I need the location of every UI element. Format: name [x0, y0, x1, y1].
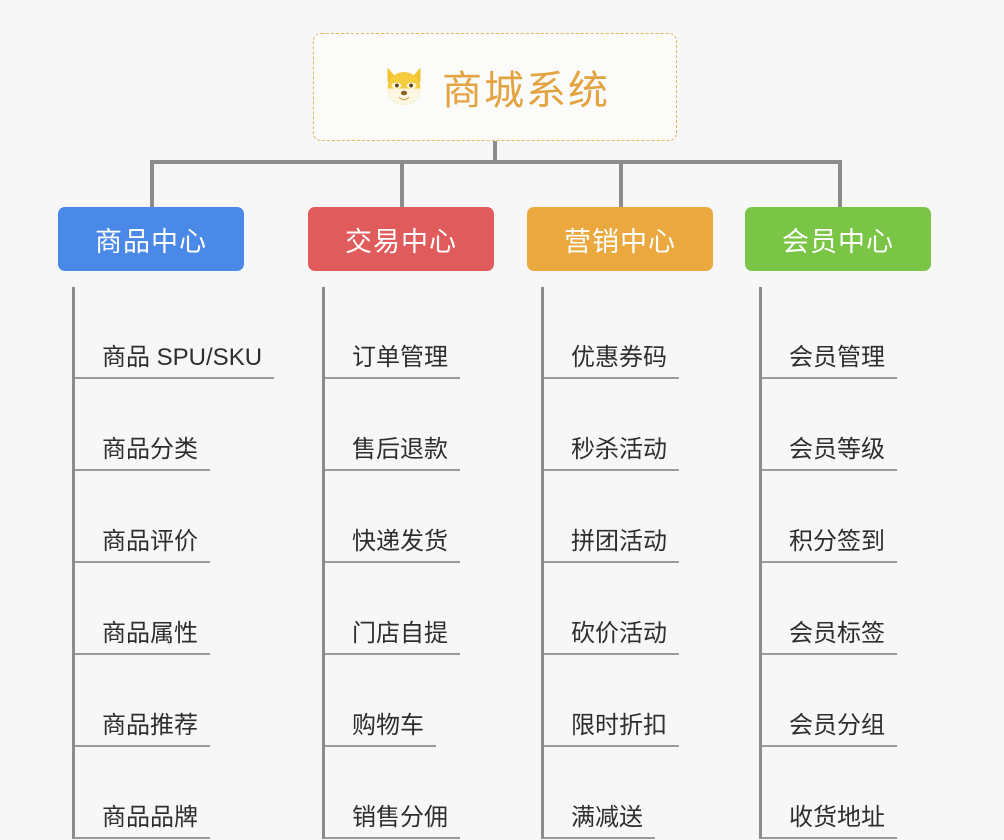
- branch-body-trade-center: 订单管理 售后退款 快递发货 门店自提 购物车 销售分佣: [322, 287, 538, 839]
- leaf-item[interactable]: 售后退款: [325, 379, 538, 471]
- leaf-label: 会员分组: [762, 712, 897, 747]
- leaf-item[interactable]: 商品 SPU/SKU: [75, 287, 288, 379]
- branch-member-center: 会员中心 会员管理 会员等级 积分签到 会员标签 会员分组 收货地址: [745, 207, 975, 839]
- leaf-item[interactable]: 积分签到: [762, 471, 975, 563]
- branch-body-product-center: 商品 SPU/SKU 商品分类 商品评价 商品属性 商品推荐 商品品牌: [72, 287, 288, 839]
- leaf-item[interactable]: 门店自提: [325, 563, 538, 655]
- leaf-label: 优惠券码: [544, 344, 679, 379]
- branch-header-member-center[interactable]: 会员中心: [745, 207, 931, 271]
- leaf-item[interactable]: 订单管理: [325, 287, 538, 379]
- branch-body-member-center: 会员管理 会员等级 积分签到 会员标签 会员分组 收货地址: [759, 287, 975, 839]
- leaf-item[interactable]: 拼团活动: [544, 471, 757, 563]
- leaf-label: 收货地址: [762, 804, 897, 839]
- branch-header-marketing-center[interactable]: 营销中心: [527, 207, 713, 271]
- leaf-label: 销售分佣: [325, 804, 460, 839]
- leaf-label: 商品品牌: [75, 804, 210, 839]
- branch-header-label: 会员中心: [782, 226, 894, 257]
- leaf-item[interactable]: 会员管理: [762, 287, 975, 379]
- leaf-item[interactable]: 购物车: [325, 655, 538, 747]
- connector-drop-product-center: [150, 160, 154, 208]
- connector-stem: [493, 141, 497, 163]
- branch-header-label: 商品中心: [95, 226, 207, 257]
- connector-drop-trade-center: [400, 160, 404, 208]
- leaf-item[interactable]: 商品推荐: [75, 655, 288, 747]
- branch-header-label: 营销中心: [564, 226, 676, 257]
- leaf-item[interactable]: 商品属性: [75, 563, 288, 655]
- leaf-label: 拼团活动: [544, 528, 679, 563]
- root-node[interactable]: 商城系统: [313, 33, 677, 141]
- branch-header-trade-center[interactable]: 交易中心: [308, 207, 494, 271]
- leaf-label: 会员等级: [762, 436, 897, 471]
- branch-trade-center: 交易中心 订单管理 售后退款 快递发货 门店自提 购物车 销售分佣: [308, 207, 538, 839]
- connector-bus: [150, 160, 840, 164]
- leaf-item[interactable]: 秒杀活动: [544, 379, 757, 471]
- leaf-label: 商品评价: [75, 528, 210, 563]
- leaf-label: 订单管理: [325, 344, 460, 379]
- leaf-label: 秒杀活动: [544, 436, 679, 471]
- branch-product-center: 商品中心 商品 SPU/SKU 商品分类 商品评价 商品属性 商品推荐 商品品牌: [58, 207, 288, 839]
- leaf-label: 满减送: [544, 804, 655, 839]
- leaf-label: 砍价活动: [544, 620, 679, 655]
- branch-header-label: 交易中心: [345, 226, 457, 257]
- connector-drop-member-center: [838, 160, 842, 208]
- leaf-label: 商品推荐: [75, 712, 210, 747]
- branch-body-marketing-center: 优惠券码 秒杀活动 拼团活动 砍价活动 限时折扣 满减送: [541, 287, 757, 839]
- branch-header-product-center[interactable]: 商品中心: [58, 207, 244, 271]
- connector-drop-marketing-center: [619, 160, 623, 208]
- leaf-label: 商品 SPU/SKU: [75, 344, 275, 379]
- leaf-item[interactable]: 砍价活动: [544, 563, 757, 655]
- leaf-label: 售后退款: [325, 436, 460, 471]
- leaf-label: 积分签到: [762, 528, 897, 563]
- root-title: 商城系统: [442, 69, 610, 113]
- leaf-label: 门店自提: [325, 620, 460, 655]
- leaf-item[interactable]: 会员标签: [762, 563, 975, 655]
- leaf-item[interactable]: 优惠券码: [544, 287, 757, 379]
- leaf-item[interactable]: 快递发货: [325, 471, 538, 563]
- leaf-label: 快递发货: [325, 528, 460, 563]
- leaf-label: 限时折扣: [544, 712, 679, 747]
- leaf-item[interactable]: 限时折扣: [544, 655, 757, 747]
- leaf-label: 商品属性: [75, 620, 210, 655]
- leaf-item[interactable]: 商品品牌: [75, 747, 288, 839]
- leaf-item[interactable]: 商品评价: [75, 471, 288, 563]
- leaf-item[interactable]: 会员分组: [762, 655, 975, 747]
- leaf-label: 购物车: [325, 712, 436, 747]
- leaf-label: 会员管理: [762, 344, 897, 379]
- leaf-item[interactable]: 收货地址: [762, 747, 975, 839]
- leaf-label: 会员标签: [762, 620, 897, 655]
- shiba-dog-face-icon: [380, 63, 428, 111]
- leaf-item[interactable]: 会员等级: [762, 379, 975, 471]
- leaf-item[interactable]: 商品分类: [75, 379, 288, 471]
- leaf-label: 商品分类: [75, 436, 210, 471]
- branch-marketing-center: 营销中心 优惠券码 秒杀活动 拼团活动 砍价活动 限时折扣 满减送: [527, 207, 757, 839]
- leaf-item[interactable]: 满减送: [544, 747, 757, 839]
- leaf-item[interactable]: 销售分佣: [325, 747, 538, 839]
